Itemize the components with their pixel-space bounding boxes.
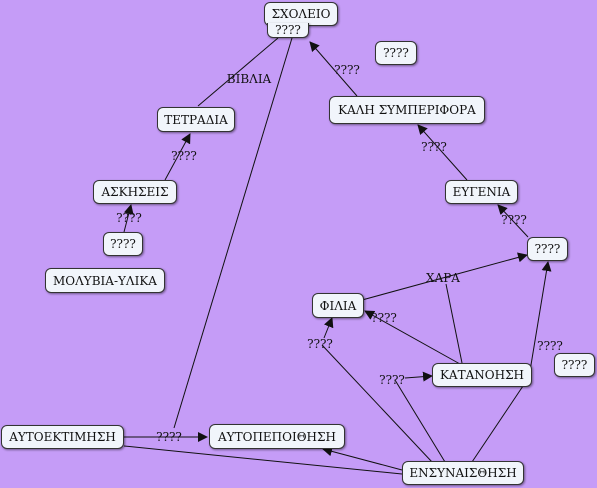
edge-q-filia	[323, 317, 334, 339]
edge-enysaisthisi-filia	[321, 344, 433, 463]
node-tetradia[interactable]: ΤΕΤΡΑΔΙΑ	[157, 107, 235, 132]
link-label-askiseis-tetradia: ????	[171, 149, 197, 163]
edge-q-eugenia	[497, 204, 529, 238]
node-autopepoithisi[interactable]: ΑΥΤΟΠΕΠΟΙΘΗΣΗ	[209, 424, 345, 449]
link-label-eugenia-kali: ????	[421, 140, 447, 154]
edge-katanoisi-filia	[364, 310, 461, 365]
edge-katanoisi-q	[529, 261, 552, 372]
link-label-katanoisi-filia: ????	[371, 311, 397, 325]
link-label-enysaisthisi-filia: ????	[307, 337, 333, 351]
link-label-q-askiseis: ????	[116, 211, 142, 225]
node-q-right-top[interactable]: ????	[375, 41, 417, 65]
link-label-kali-sxoleio: ????	[334, 63, 360, 77]
node-askiseis[interactable]: ΑΣΚΗΣΕΙΣ	[93, 180, 177, 204]
edge-auto-sxoleio	[173, 37, 293, 429]
edge-autoektimisi-enysaisthisi	[123, 445, 403, 475]
edge-tetradia-sxoleio	[197, 37, 279, 107]
link-label-autoektimisi: ????	[156, 430, 182, 444]
edge-kali-sxoleio	[309, 41, 358, 97]
node-molyvia-ylika[interactable]: ΜΟΛΥΒΙΑ-ΥΛΙΚΑ	[45, 268, 165, 293]
node-enysaisthisi[interactable]: ΕΝΣΥΝΑΙΣΘΗΣΗ	[402, 461, 524, 485]
edge-enysaisthisi-katanoisi	[394, 379, 446, 463]
edge-askiseis-tetradia	[164, 133, 191, 181]
edge-filia-q-xara	[361, 252, 528, 301]
link-label-vivlia: ΒΙΒΛΙΑ	[226, 72, 272, 86]
edge-q-katanoisi	[404, 371, 433, 382]
node-q-left[interactable]: ????	[103, 232, 143, 256]
node-sxoleio[interactable]: ΣΧΟΛΕΙΟ	[264, 2, 338, 26]
edge-q-askiseis	[123, 204, 134, 233]
link-label-katanoisi-q: ????	[537, 339, 563, 353]
node-q-top[interactable]: ????	[267, 23, 309, 38]
edge-eugenia-kali	[417, 124, 468, 181]
edge-enysaisthisi-katanoisi-right	[471, 385, 524, 463]
link-label-xara: ΧΑΡΑ	[426, 271, 460, 285]
node-kali-symperifora[interactable]: ΚΑΛΗ ΣΥΜΠΕΡΙΦΟΡΑ	[329, 96, 485, 124]
node-eugenia[interactable]: ΕΥΓΕΝΙΑ	[445, 180, 518, 204]
edge-katanoisi-xara	[445, 283, 463, 364]
node-autoektimisi[interactable]: ΑΥΤΟΕΚΤΙΜΗΣΗ	[1, 425, 124, 449]
link-label-q-eugenia: ????	[501, 213, 527, 227]
edge-enysaisthisi-autopepoithisi	[322, 446, 403, 471]
node-q-far-right[interactable]: ????	[554, 353, 595, 377]
link-label-enysaisthisi-katanoisi: ????	[379, 373, 405, 387]
node-filia[interactable]: ΦΙΛΙΑ	[312, 293, 364, 318]
node-katanoisi[interactable]: ΚΑΤΑΝΟΗΣΗ	[432, 363, 532, 387]
node-q-right-mid[interactable]: ????	[527, 237, 568, 261]
